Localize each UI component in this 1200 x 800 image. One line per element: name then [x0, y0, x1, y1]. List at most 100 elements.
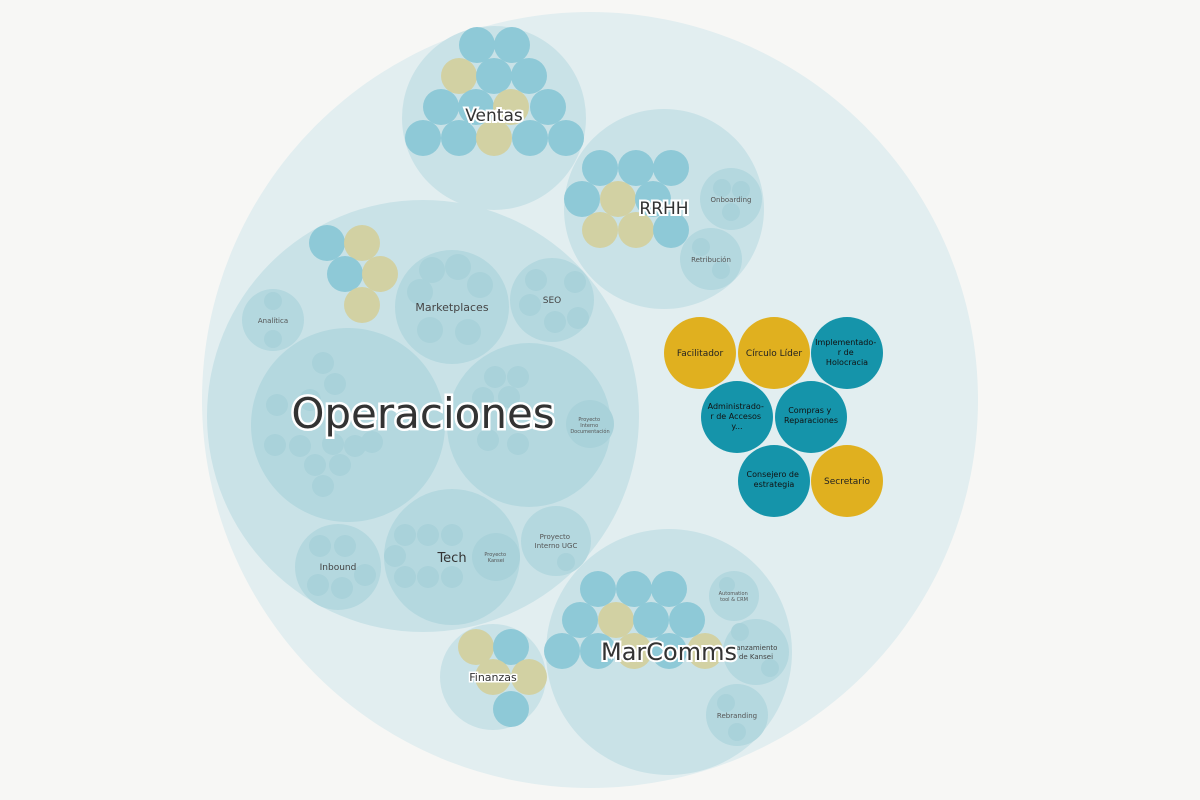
member-circle[interactable] — [493, 629, 529, 665]
circle-finanzas[interactable]: Finanzas — [440, 624, 547, 730]
member-circle[interactable] — [423, 89, 459, 125]
member-circle[interactable] — [467, 272, 493, 298]
member-circle[interactable] — [713, 179, 731, 197]
member-circle[interactable] — [309, 535, 331, 557]
member-circle[interactable] — [530, 89, 566, 125]
compras-circle[interactable] — [775, 381, 847, 453]
circulo-lider-circle[interactable] — [738, 317, 810, 389]
member-circle[interactable] — [472, 387, 494, 409]
member-circle[interactable] — [519, 294, 541, 316]
member-circle[interactable] — [507, 433, 529, 455]
circle-onboarding[interactable]: Onboarding — [700, 168, 762, 230]
circle-tech[interactable]: Proyecto Kansei Tech — [384, 489, 520, 625]
member-circle[interactable] — [417, 566, 439, 588]
circle-rrhh[interactable]: Onboarding Retribución RRHH — [564, 109, 764, 309]
member-circle[interactable] — [384, 545, 406, 567]
circle-ventas[interactable]: Ventas — [402, 26, 586, 210]
member-circle[interactable] — [264, 292, 282, 310]
member-circle[interactable] — [354, 564, 376, 586]
member-circle[interactable] — [394, 566, 416, 588]
operaciones-core-circle[interactable] — [251, 328, 445, 522]
member-circle[interactable] — [493, 691, 529, 727]
member-circle[interactable] — [327, 256, 363, 292]
circle-operaciones[interactable]: Analítica Marketplaces SEO — [207, 200, 639, 632]
member-circle[interactable] — [511, 659, 547, 695]
member-circle[interactable] — [455, 319, 481, 345]
member-circle[interactable] — [717, 694, 735, 712]
member-circle[interactable] — [548, 120, 584, 156]
role-compras[interactable]: Compras y Reparaciones — [775, 381, 847, 453]
member-circle[interactable] — [445, 254, 471, 280]
member-circle[interactable] — [459, 27, 495, 63]
analitica-circle[interactable] — [242, 289, 304, 351]
member-circle[interactable] — [687, 633, 723, 669]
member-circle[interactable] — [669, 602, 705, 638]
member-circle[interactable] — [329, 454, 351, 476]
member-circle[interactable] — [441, 58, 477, 94]
circle-marketplaces[interactable]: Marketplaces — [395, 250, 509, 364]
member-circle[interactable] — [653, 212, 689, 248]
circle-retribucion[interactable]: Retribución — [680, 228, 742, 290]
member-circle[interactable] — [582, 150, 618, 186]
role-administrador[interactable]: Administrado- r de Accesos y... — [701, 381, 773, 453]
member-circle[interactable] — [653, 150, 689, 186]
member-circle[interactable] — [419, 257, 445, 283]
circle-rebranding[interactable]: Rebranding — [706, 684, 768, 746]
member-circle[interactable] — [564, 181, 600, 217]
role-implementador[interactable]: Implementado- r de Holocracia — [811, 317, 883, 389]
member-circle[interactable] — [289, 435, 311, 457]
member-circle[interactable] — [507, 366, 529, 388]
member-circle[interactable] — [417, 317, 443, 343]
member-circle[interactable] — [719, 577, 735, 593]
member-circle[interactable] — [362, 256, 398, 292]
member-circle[interactable] — [493, 89, 529, 125]
member-circle[interactable] — [562, 602, 598, 638]
member-circle[interactable] — [299, 389, 321, 411]
proyecto-ugc-circle[interactable] — [521, 506, 591, 576]
member-circle[interactable] — [722, 203, 740, 221]
consejero-circle[interactable] — [738, 445, 810, 517]
circle-operaciones-core[interactable] — [251, 328, 445, 522]
member-circle[interactable] — [511, 58, 547, 94]
member-circle[interactable] — [600, 181, 636, 217]
circle-proyecto-ugc[interactable]: Proyecto Interno UGC — [521, 506, 591, 576]
member-circle[interactable] — [731, 623, 749, 641]
role-consejero[interactable]: Consejero de estrategia — [738, 445, 810, 517]
member-circle[interactable] — [475, 659, 511, 695]
member-circle[interactable] — [304, 454, 326, 476]
proyecto-documentacion-circle[interactable] — [566, 400, 614, 448]
member-circle[interactable] — [582, 212, 618, 248]
member-circle[interactable] — [498, 386, 520, 408]
member-circle[interactable] — [633, 602, 669, 638]
member-circle[interactable] — [598, 602, 634, 638]
member-circle[interactable] — [476, 58, 512, 94]
member-circle[interactable] — [458, 629, 494, 665]
member-circle[interactable] — [266, 394, 288, 416]
member-circle[interactable] — [264, 434, 286, 456]
member-circle[interactable] — [405, 120, 441, 156]
member-circle[interactable] — [651, 633, 687, 669]
member-circle[interactable] — [692, 238, 710, 256]
secretario-circle[interactable] — [811, 445, 883, 517]
tech-circle[interactable] — [384, 489, 520, 625]
member-circle[interactable] — [324, 373, 346, 395]
member-circle[interactable] — [484, 366, 506, 388]
member-circle[interactable] — [651, 571, 687, 607]
member-circle[interactable] — [544, 311, 566, 333]
role-facilitador[interactable]: Facilitador — [664, 317, 736, 389]
member-circle[interactable] — [441, 524, 463, 546]
circle-seo[interactable]: SEO — [510, 258, 594, 342]
member-circle[interactable] — [616, 571, 652, 607]
member-circle[interactable] — [564, 271, 586, 293]
member-circle[interactable] — [635, 181, 671, 217]
member-circle[interactable] — [458, 89, 494, 125]
member-circle[interactable] — [309, 225, 345, 261]
member-circle[interactable] — [557, 553, 575, 571]
member-circle[interactable] — [525, 269, 547, 291]
member-circle[interactable] — [618, 212, 654, 248]
circle-automation[interactable]: Automation tool & CRM — [709, 571, 759, 621]
member-circle[interactable] — [512, 120, 548, 156]
member-circle[interactable] — [544, 633, 580, 669]
circle-analitica[interactable]: Analítica — [242, 289, 304, 351]
member-circle[interactable] — [307, 574, 329, 596]
